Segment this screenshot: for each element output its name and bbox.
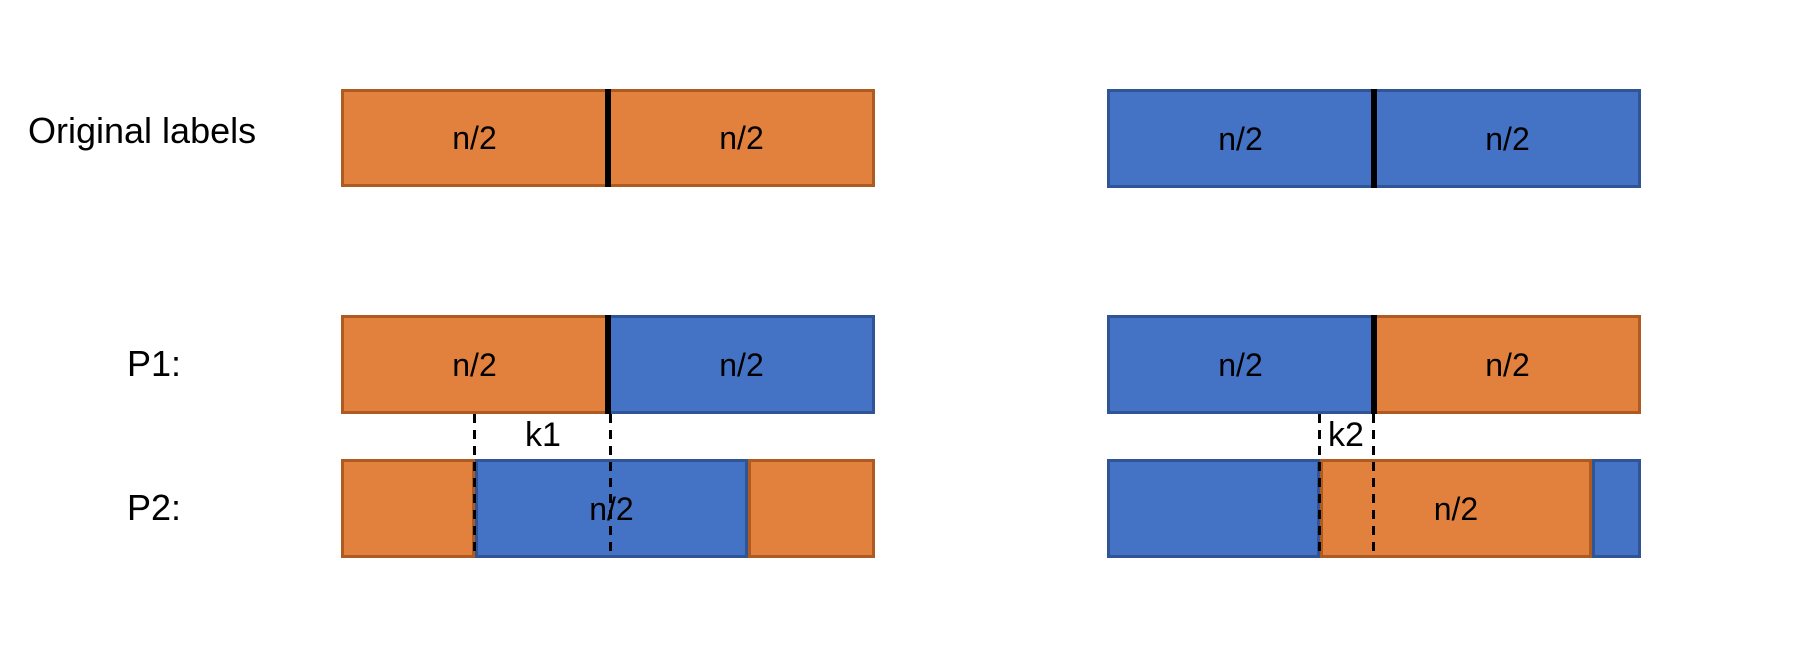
split-divider-line bbox=[1371, 315, 1377, 414]
segment-count-label: n/2 bbox=[719, 346, 764, 383]
segment-count-label: n/2 bbox=[452, 346, 497, 383]
left-p1-bar: n/2 n/2 bbox=[341, 315, 875, 414]
split-divider-line bbox=[605, 315, 611, 414]
k1-left-dashed-line bbox=[473, 414, 476, 558]
right-p2-segment-2: n/2 bbox=[1320, 459, 1592, 558]
right-original-segment-2: n/2 bbox=[1374, 89, 1641, 188]
right-original-bar: n/2 n/2 bbox=[1107, 89, 1641, 188]
segment-count-label: n/2 bbox=[1218, 120, 1263, 157]
right-p1-bar: n/2 n/2 bbox=[1107, 315, 1641, 414]
k1-offset-label: k1 bbox=[525, 416, 561, 454]
segment-count-label: n/2 bbox=[1433, 490, 1479, 527]
k2-offset-label: k2 bbox=[1328, 416, 1364, 454]
k2-right-dashed-line bbox=[1372, 414, 1375, 558]
segment-count-label: n/2 bbox=[1485, 346, 1530, 383]
right-original-segment-1: n/2 bbox=[1107, 89, 1374, 188]
p1-caption: P1: bbox=[127, 343, 182, 384]
segment-count-label: n/2 bbox=[1485, 120, 1530, 157]
k1-right-dashed-line bbox=[609, 414, 612, 558]
right-p1-segment-2: n/2 bbox=[1374, 315, 1641, 414]
left-p1-segment-1: n/2 bbox=[341, 315, 608, 414]
left-p2-segment-1 bbox=[341, 459, 476, 558]
left-original-segment-2: n/2 bbox=[608, 89, 875, 187]
split-divider-line bbox=[605, 89, 611, 187]
left-p1-segment-2: n/2 bbox=[608, 315, 875, 414]
right-p2-segment-1 bbox=[1107, 459, 1321, 558]
segment-count-label: n/2 bbox=[1218, 346, 1263, 383]
original-labels-caption: Original labels bbox=[28, 110, 257, 151]
k2-left-dashed-line bbox=[1318, 414, 1321, 558]
right-p2-segment-3 bbox=[1591, 459, 1641, 558]
segment-count-label: n/2 bbox=[452, 120, 497, 156]
right-p1-segment-1: n/2 bbox=[1107, 315, 1374, 414]
left-p2-segment-3 bbox=[747, 459, 875, 558]
left-original-bar: n/2 n/2 bbox=[341, 89, 875, 187]
split-divider-line bbox=[1371, 89, 1377, 188]
right-p2-bar: n/2 bbox=[1107, 459, 1641, 558]
left-p2-bar: n/2 bbox=[341, 459, 875, 558]
p2-caption: P2: bbox=[127, 487, 182, 528]
left-original-segment-1: n/2 bbox=[341, 89, 608, 187]
segment-count-label: n/2 bbox=[719, 120, 764, 156]
